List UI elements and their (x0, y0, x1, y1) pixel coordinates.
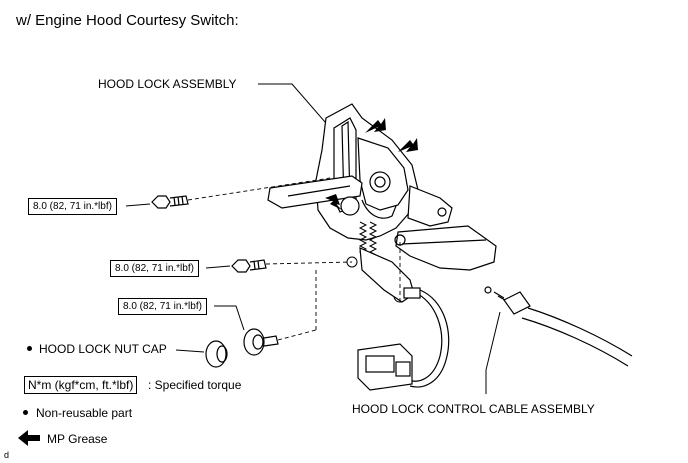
torque-leader-3 (214, 305, 245, 331)
torque-unit-legend: N*m (kgf*cm, ft.*lbf) (24, 376, 138, 394)
torque-spec-2: 8.0 (82, 71 in.*lbf) (110, 260, 199, 277)
grease-arrow-3 (325, 194, 342, 210)
hood-lock-body (315, 103, 419, 241)
hood-lock-assembly-leader (258, 83, 333, 131)
control-cable (484, 286, 633, 367)
bolt-3 (243, 328, 279, 356)
torque-spec-3: 8.0 (82, 71 in.*lbf) (118, 298, 207, 315)
torque-leader-2 (205, 265, 231, 269)
nut-cap-leader (175, 349, 205, 353)
page-title: w/ Engine Hood Courtesy Switch: (16, 12, 239, 29)
bolt-1 (151, 195, 189, 209)
grease-arrow-2 (398, 138, 418, 152)
switch-connector (357, 343, 413, 391)
mp-grease-legend-arrow (18, 430, 40, 446)
hood-lock-nut-cap-part (205, 340, 228, 368)
torque-leader-1 (125, 203, 151, 207)
non-reusable-dot (27, 346, 32, 351)
striker-roller (340, 196, 360, 216)
installation-dashed-lines (187, 177, 401, 341)
non-reusable-legend: Non-reusable part (36, 406, 133, 420)
return-spring (358, 221, 378, 256)
torque-spec-1: 8.0 (82, 71 in.*lbf) (28, 198, 117, 215)
mounting-flange (407, 185, 453, 227)
bolt-2 (231, 259, 267, 273)
corner-mark: d (4, 450, 10, 460)
mp-grease-legend: MP Grease (47, 432, 108, 446)
grease-arrow-1 (365, 118, 386, 133)
specified-torque-legend: : Specified torque (148, 378, 242, 392)
lock-lever (267, 175, 363, 209)
hood-lock-nut-cap-label: HOOD LOCK NUT CAP (39, 342, 167, 356)
non-reusable-legend-dot (23, 410, 28, 415)
hood-lock-assembly-label: HOOD LOCK ASSEMBLY (98, 77, 237, 91)
switch-wire-harness (403, 287, 450, 388)
control-cable-leader (485, 311, 501, 394)
hood-lock-control-cable-label: HOOD LOCK CONTROL CABLE ASSEMBLY (352, 402, 595, 416)
courtesy-switch-bracket (394, 225, 497, 271)
